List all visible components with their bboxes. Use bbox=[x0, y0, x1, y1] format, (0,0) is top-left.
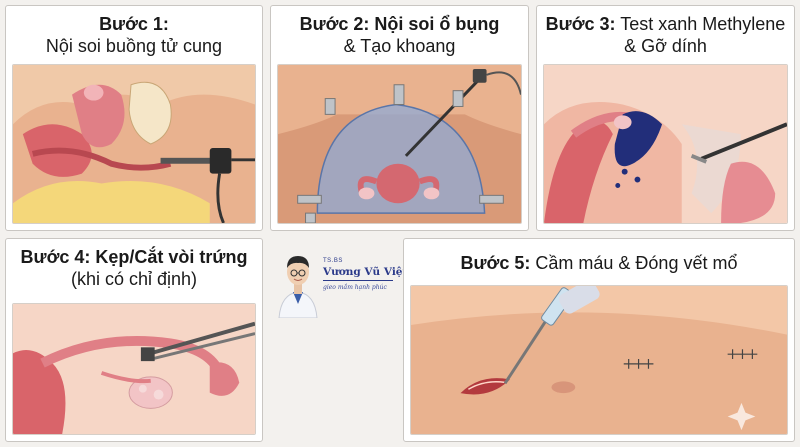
laparoscopy-illustration bbox=[277, 64, 522, 224]
doctor-branding: TS.BS Vương Vũ Việt Hà gieo mầm hạnh phú… bbox=[273, 244, 428, 344]
wound-closure-illustration bbox=[410, 285, 788, 435]
tubal-clip-illustration bbox=[12, 303, 256, 435]
step-3-panel: Bước 3: Test xanh Methylene & Gỡ dính bbox=[536, 5, 795, 231]
doctor-avatar bbox=[278, 256, 318, 318]
step-2-caption: Bước 2: Nội soi ổ bụng & Tạo khoang bbox=[271, 14, 528, 57]
step-2-label: Bước 2: Nội soi ổ bụng bbox=[299, 14, 500, 34]
hysteroscopy-illustration bbox=[12, 64, 256, 224]
step-1-label: Bước 1: bbox=[99, 14, 169, 34]
step-5-panel: Bước 5: Cầm máu & Đóng vết mổ bbox=[403, 238, 795, 442]
step-4-description: (khi có chỉ định) bbox=[70, 268, 198, 289]
step-3-caption: Bước 3: Test xanh Methylene & Gỡ dính bbox=[537, 14, 794, 57]
step-1-panel: Bước 1: Nội soi buồng tử cung bbox=[5, 5, 263, 231]
step-2-panel: Bước 2: Nội soi ổ bụng & Tạo khoang bbox=[270, 5, 529, 231]
step-3-title: Test xanh Methylene bbox=[620, 14, 786, 34]
step-2-description: & Tạo khoang bbox=[343, 35, 456, 56]
step-4-caption: Bước 4: Kẹp/Cắt vòi trứng (khi có chỉ đị… bbox=[6, 247, 262, 290]
step-5-caption: Bước 5: Cầm máu & Đóng vết mổ bbox=[404, 253, 794, 275]
step-1-description: Nội soi buồng tử cung bbox=[45, 35, 223, 56]
step-4-label: Bước 4: Kẹp/Cắt vòi trứng bbox=[20, 247, 248, 267]
brand-slogan: gieo mầm hạnh phúc bbox=[323, 284, 387, 291]
step-5-label: Bước 5: bbox=[460, 253, 531, 273]
methylene-test-illustration bbox=[543, 64, 788, 224]
step-5-title: Cầm máu & Đóng vết mổ bbox=[535, 253, 738, 273]
step-4-panel: Bước 4: Kẹp/Cắt vòi trứng (khi có chỉ đị… bbox=[5, 238, 263, 442]
step-3-label: Bước 3: bbox=[545, 14, 616, 34]
step-3-description: & Gỡ dính bbox=[624, 35, 707, 56]
doctor-name: Vương Vũ Việt Hà bbox=[323, 266, 428, 278]
step-1-caption: Bước 1: Nội soi buồng tử cung bbox=[6, 14, 262, 57]
doctor-title: TS.BS bbox=[323, 258, 343, 264]
brand-divider bbox=[323, 280, 393, 281]
